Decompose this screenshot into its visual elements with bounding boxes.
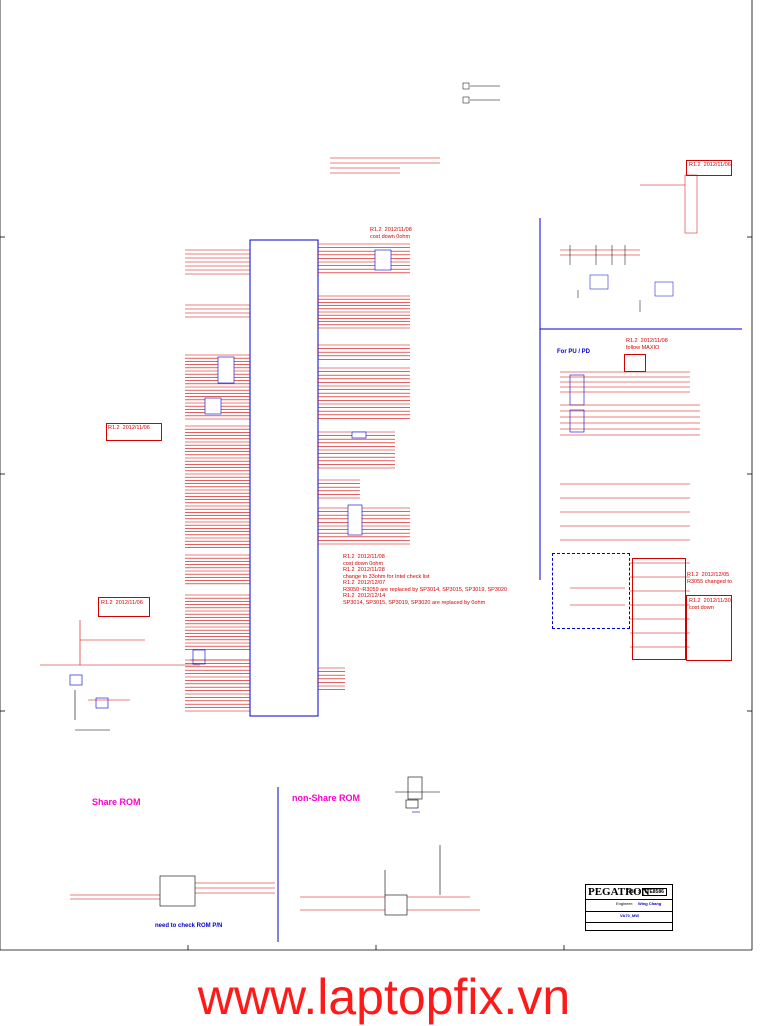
sheet-frame xyxy=(0,0,753,951)
pupd-box-dashed xyxy=(552,553,630,629)
note-r12-1106-left: R1.2 2012/11/06 xyxy=(108,425,150,431)
brand-logo-text: PEGATRON xyxy=(588,886,650,898)
pu-pd-section xyxy=(560,371,700,648)
pupd-box-lower xyxy=(632,558,686,660)
power-section xyxy=(560,174,698,312)
note-r12-1106-right: R1.2 2012/11/06 xyxy=(689,162,731,168)
ec-chip xyxy=(249,239,319,717)
rom-section xyxy=(70,776,480,916)
resistor-array xyxy=(204,397,222,415)
engineer-value: Wing Chang xyxy=(638,901,662,906)
note-box-r12-1106-battery xyxy=(98,597,150,617)
title-value: ITE8586 xyxy=(642,888,667,896)
battery-section xyxy=(40,620,250,731)
note-box-r12-1106-left xyxy=(106,423,162,441)
left-pin-nets xyxy=(185,249,250,712)
title-block: PEGATRON Title : ITE8586 Engineer: Wing … xyxy=(585,884,673,931)
title-block-row-date xyxy=(586,922,672,931)
note-r12-1108-33ohm: R1.2 2012/11/08 cost down 0ohm R1.2 2012… xyxy=(343,554,508,606)
resistor-array xyxy=(374,249,392,271)
resistor-array xyxy=(351,431,367,439)
note-r12-1130: R1.2 2012/11/30 cost down xyxy=(689,598,731,611)
resistor-array xyxy=(217,356,235,384)
note-box-r12-1108-maxio xyxy=(624,354,646,372)
engineer-label: Engineer: xyxy=(616,901,634,906)
note-r12-1106-battery: R1.2 2012/11/06 xyxy=(101,600,143,606)
non-share-rom-label: non-Share ROM xyxy=(292,793,361,803)
right-pin-nets xyxy=(318,243,410,690)
resistor-array xyxy=(569,374,585,406)
resistor-arrays xyxy=(204,249,585,536)
note-r12-1108-maxio: R1.2 2012/11/08 follow MAXIO xyxy=(626,338,668,351)
resistor-array xyxy=(347,504,363,536)
share-rom-label: Share ROM xyxy=(92,797,141,807)
note-r12-1205: R1.2 2012/12/05 R3055 changed to xyxy=(687,572,732,585)
note-box-r12-1130 xyxy=(686,595,732,661)
title-label: Title : xyxy=(626,889,640,895)
project-value: VA70_MW xyxy=(620,913,640,918)
region-dividers xyxy=(277,218,742,942)
title-block-row-engineer: Engineer: Wing Chang xyxy=(586,899,672,908)
need-check-rom-label: need to check ROM P/N xyxy=(155,923,223,929)
resistor-array xyxy=(569,409,585,433)
note-box-r12-1106-right xyxy=(686,160,732,176)
title-block-row-project: VA70_MW xyxy=(586,911,672,920)
top-connectors xyxy=(330,82,500,174)
note-r12-1108-cost-down: R1.2 2012/11/08 cost down 0ohm xyxy=(370,227,412,240)
for-pu-pd-label: For PU / PD xyxy=(557,349,591,355)
watermark: www.laptopfix.vn xyxy=(197,969,571,1025)
